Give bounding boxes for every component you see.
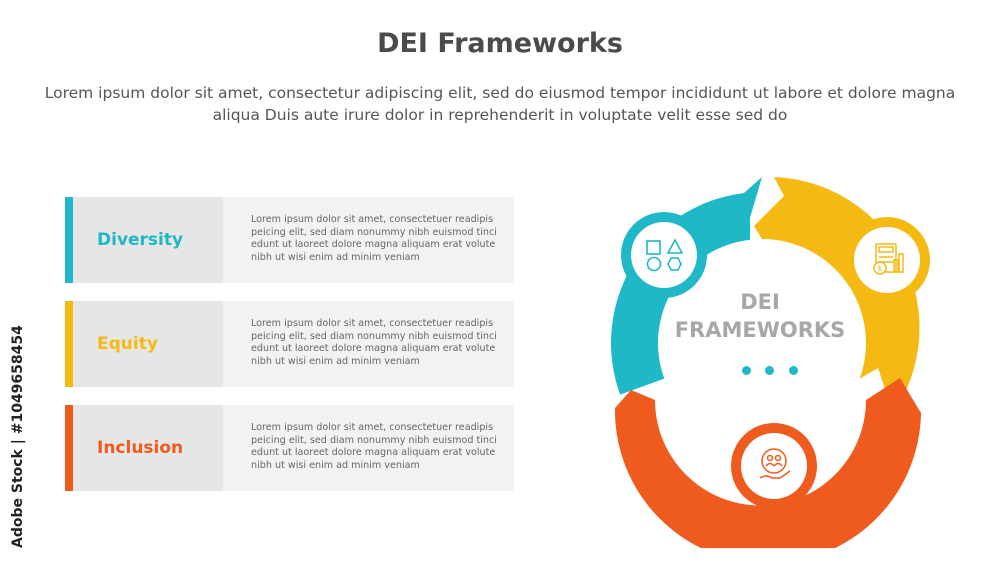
- inclusion-description: Lorem ipsum dolor sit amet, consectetuer…: [251, 422, 497, 471]
- diversity-label: Diversity: [97, 230, 184, 250]
- center-title-line1: DEI: [740, 290, 780, 314]
- diversity-description: Lorem ipsum dolor sit amet, consectetuer…: [251, 214, 497, 263]
- diversity-arc-segment: [611, 177, 762, 395]
- equity-label-box: [73, 301, 223, 387]
- inclusion-arc-segment: [614, 378, 921, 548]
- diversity-row: Diversity Lorem ipsum dolor sit amet, co…: [65, 197, 514, 283]
- center-title: DEI FRAMEWORKS: [660, 288, 860, 344]
- calculator-money-icon: $: [873, 243, 904, 275]
- inclusion-label: Inclusion: [97, 438, 184, 458]
- center-dot: [789, 366, 798, 375]
- diversity-node: [621, 212, 707, 298]
- equity-description: Lorem ipsum dolor sit amet, consectetuer…: [251, 318, 497, 367]
- equity-accent-bar: [65, 301, 73, 387]
- center-dot: [765, 366, 774, 375]
- svg-text:$: $: [877, 264, 882, 273]
- page-title: DEI Frameworks: [377, 28, 623, 59]
- equity-node: [844, 217, 930, 303]
- inclusion-label-box: [73, 405, 223, 491]
- diversity-accent-bar: [65, 197, 73, 283]
- diversity-label-box: [73, 197, 223, 283]
- page-subtitle: Lorem ipsum dolor sit amet, consectetur …: [44, 84, 956, 124]
- inclusion-accent-bar: [65, 405, 73, 491]
- equity-row: Equity Lorem ipsum dolor sit amet, conse…: [65, 301, 514, 387]
- shapes-icon: [646, 238, 684, 272]
- inclusion-row: Inclusion Lorem ipsum dolor sit amet, co…: [65, 405, 514, 491]
- center-title-line2: FRAMEWORKS: [674, 318, 846, 342]
- hand-people-icon: [759, 448, 791, 479]
- cycle-diagram: $: [611, 177, 930, 548]
- stock-watermark-text: Adobe Stock | #1049658454: [10, 325, 26, 548]
- center-dot: [742, 366, 751, 375]
- equity-label: Equity: [97, 334, 158, 354]
